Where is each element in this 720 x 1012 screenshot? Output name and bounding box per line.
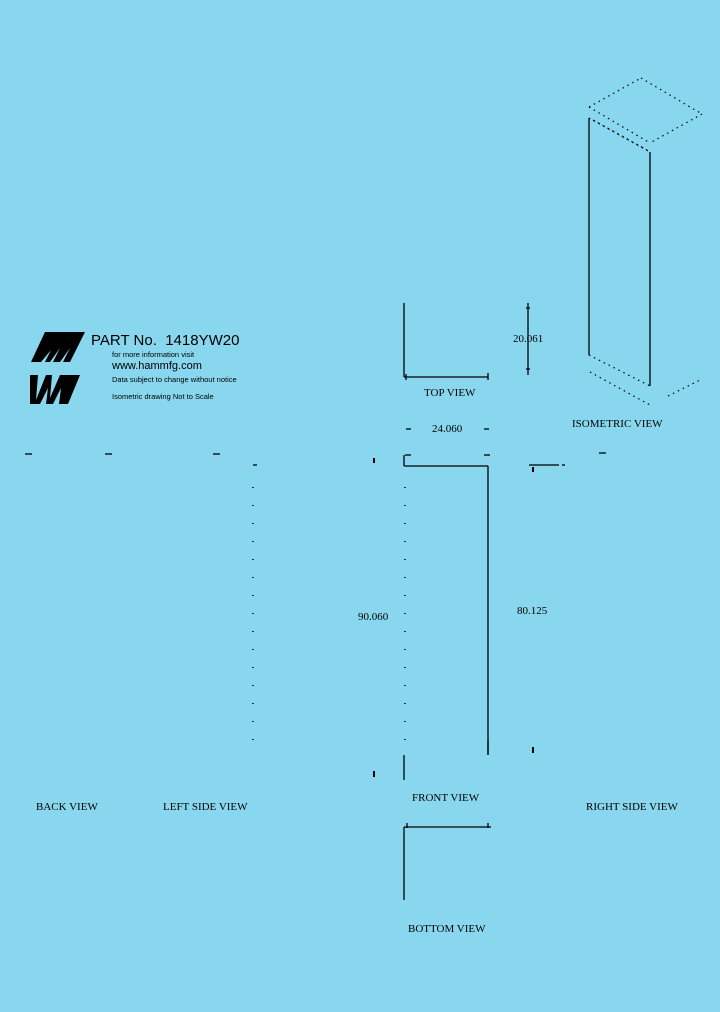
- dimension-front-height: 90.060: [358, 611, 389, 623]
- label-right-side-view: RIGHT SIDE VIEW: [586, 801, 678, 813]
- website-link[interactable]: www.hammfg.com: [112, 360, 202, 372]
- part-label: PART No.: [91, 332, 157, 349]
- title-block: PART No. 1418YW20 for more information v…: [28, 330, 268, 410]
- scale-note: Isometric drawing Not to Scale: [112, 392, 214, 401]
- dimension-top-depth: 20.061: [513, 333, 544, 345]
- top-view-outline: [403, 303, 489, 380]
- front-view-outline: [403, 454, 490, 780]
- info-line: for more information visit: [112, 350, 195, 359]
- label-back-view: BACK VIEW: [36, 801, 98, 813]
- dimension-width: 24.060: [432, 423, 463, 435]
- dimension-side-height: 80.125: [517, 605, 548, 617]
- isometric-view-outline: [588, 77, 703, 406]
- top-depth-dimension: [526, 303, 530, 375]
- right-side-view-marks: [529, 452, 606, 753]
- label-bottom-view: BOTTOM VIEW: [408, 923, 486, 935]
- hammond-logo-icon: [30, 332, 85, 404]
- disclaimer-text: Data subject to change without notice: [112, 375, 237, 384]
- label-top-view: TOP VIEW: [424, 387, 476, 399]
- left-side-view-marks: [252, 464, 257, 750]
- part-number-line: PART No. 1418YW20: [91, 332, 239, 349]
- label-front-view: FRONT VIEW: [412, 792, 480, 804]
- label-isometric-view: ISOMETRIC VIEW: [572, 418, 663, 430]
- part-number: 1418YW20: [165, 332, 240, 349]
- label-left-side-view: LEFT SIDE VIEW: [163, 801, 248, 813]
- bottom-view-outline: [403, 823, 491, 900]
